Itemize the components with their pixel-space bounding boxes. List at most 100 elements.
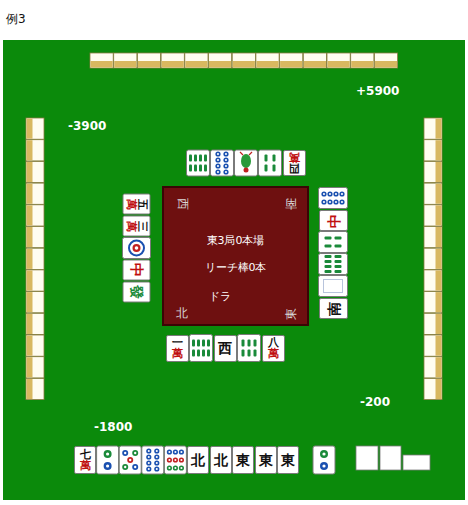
- tile-edge: [138, 61, 160, 68]
- tile-edge: [27, 357, 33, 377]
- player-score: +5900: [356, 84, 399, 98]
- tile-back: [209, 53, 232, 68]
- pin-dot: [320, 450, 328, 458]
- tile-back: [90, 53, 113, 68]
- text-holder: 北: [172, 302, 192, 322]
- tile-face: [313, 446, 335, 474]
- tile-edge: [27, 292, 33, 312]
- pin-center: [217, 159, 219, 161]
- tile-face: 北: [191, 453, 205, 467]
- bamboo-stick: [189, 155, 192, 162]
- tile-edge: [436, 379, 442, 399]
- tile-face: [123, 238, 151, 259]
- pin-center: [329, 201, 331, 203]
- tile-edge: [27, 140, 33, 160]
- tile-back: [424, 183, 442, 204]
- pin-dot: [154, 466, 159, 471]
- pin-center: [335, 193, 337, 195]
- mahjong-tile-picture: [319, 232, 348, 253]
- mahjong-tile: 發: [123, 282, 151, 303]
- tile-face: 東: [281, 453, 295, 467]
- bamboo-stick: [199, 165, 202, 172]
- round-info: 東3局0本場: [207, 233, 265, 248]
- tile-face: [319, 188, 348, 209]
- pin-dot: [104, 450, 112, 458]
- pin-dot: [320, 462, 328, 470]
- tile-edge: [27, 314, 33, 334]
- tile-face: [142, 446, 164, 474]
- tile-back: [424, 205, 442, 226]
- tile-edge: [27, 249, 33, 269]
- pin-dot: [154, 454, 159, 459]
- tile-back: [137, 53, 160, 68]
- pin-center: [225, 153, 227, 155]
- tile-face: 中: [130, 263, 144, 277]
- bamboo-stick: [273, 155, 276, 162]
- tile-face: 東: [259, 453, 273, 467]
- bamboo-stick: [192, 350, 195, 357]
- tile-back: [26, 140, 44, 161]
- tile-edge: [436, 336, 442, 356]
- bamboo-stick: [194, 165, 197, 172]
- pin-dot: [146, 466, 151, 471]
- pin-dot: [127, 457, 133, 463]
- tile-face: 西: [218, 341, 232, 355]
- tile-edge: [436, 292, 442, 312]
- tile-face: 中: [326, 213, 340, 227]
- bamboo-stick: [265, 155, 268, 162]
- tile-back: [26, 118, 44, 139]
- tile-edge: [280, 61, 302, 68]
- tile-edge: [162, 61, 184, 68]
- mahjong-tile-picture: [190, 335, 213, 362]
- mahjong-tile: 中: [123, 260, 151, 281]
- tile-back: [424, 378, 442, 399]
- pin-center: [217, 171, 219, 173]
- tile-edge: [27, 270, 33, 290]
- white-dragon-frame: [324, 280, 343, 293]
- tile-edge: [436, 184, 442, 204]
- pin-center: [124, 466, 126, 468]
- tile-edge: [27, 227, 33, 247]
- pin-center: [341, 193, 343, 195]
- bamboo-stick: [265, 165, 268, 172]
- pin-center: [225, 165, 227, 167]
- tile-edge: [91, 61, 113, 68]
- bamboo-stick: [335, 270, 342, 273]
- bamboo-stick: [197, 340, 200, 347]
- bamboo-stick: [335, 260, 342, 263]
- bamboo-stick: [325, 260, 332, 263]
- pin-dot: [132, 450, 138, 456]
- bamboo-stick: [248, 340, 251, 347]
- tile-back: [114, 53, 137, 68]
- pin-dot: [223, 163, 228, 168]
- tile-face: [238, 335, 261, 362]
- mahjong-tile: 四萬: [283, 150, 306, 176]
- pin-center: [134, 466, 136, 468]
- pin-center: [180, 467, 182, 469]
- blank-tile: [380, 446, 401, 470]
- tile-face: 八萬: [268, 337, 279, 359]
- mahjong-tile-picture: [142, 446, 164, 474]
- bamboo-stick: [325, 245, 332, 248]
- player-score: -1800: [94, 420, 132, 434]
- tile-face: 四萬: [289, 152, 300, 174]
- tile-back: [26, 335, 44, 356]
- tile-edge: [114, 61, 136, 68]
- mahjong-tile: 東: [232, 446, 254, 474]
- mahjong-tile: 南: [319, 298, 348, 319]
- pin-center: [335, 201, 337, 203]
- pin-center: [168, 467, 170, 469]
- tile-back: [424, 227, 442, 248]
- pin-center: [225, 159, 227, 161]
- pin-dot: [215, 169, 220, 174]
- bamboo-stick: [254, 350, 257, 357]
- bamboo-stick: [242, 350, 245, 357]
- tile-back: [424, 248, 442, 269]
- tile-back: [26, 378, 44, 399]
- tile-edge: [328, 61, 350, 68]
- tile-back: [26, 313, 44, 334]
- pin-dot: [167, 465, 172, 470]
- pin-dot: [167, 449, 172, 454]
- pin-dot: [122, 464, 128, 470]
